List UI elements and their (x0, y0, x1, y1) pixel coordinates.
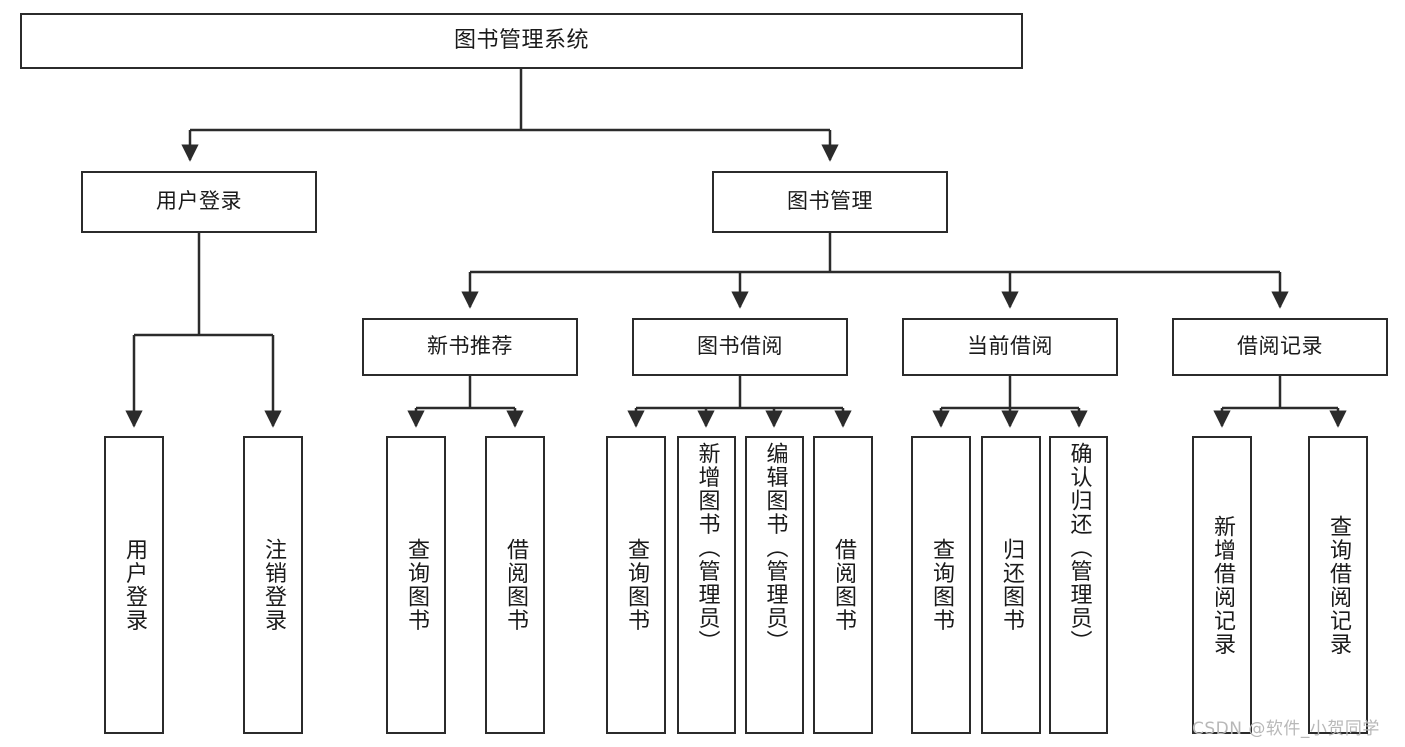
leaf-logout[interactable]: 注销登录 (243, 436, 303, 734)
node-label: 注销登录 (261, 538, 286, 632)
node-label: 用户登录 (122, 538, 147, 632)
node-label: 用户登录 (156, 189, 242, 214)
node-label: 借阅记录 (1237, 334, 1323, 359)
node-label: 查询图书 (929, 538, 954, 632)
leaf-return-books[interactable]: 归还图书 (981, 436, 1041, 734)
node-label: 新增借阅记录 (1210, 514, 1235, 656)
node-borrowing-records[interactable]: 借阅记录 (1172, 318, 1388, 376)
leaf-borrow-books-new[interactable]: 借阅图书 (485, 436, 545, 734)
node-new-book-recommendation[interactable]: 新书推荐 (362, 318, 578, 376)
node-label: 当前借阅 (967, 334, 1053, 359)
node-label: 编辑图书（管理员） (762, 442, 788, 654)
node-current-borrowing[interactable]: 当前借阅 (902, 318, 1118, 376)
leaf-add-borrow-record[interactable]: 新增借阅记录 (1192, 436, 1252, 734)
leaf-add-book-admin[interactable]: 新增图书（管理员） (677, 436, 736, 734)
leaf-confirm-return-admin[interactable]: 确认归还（管理员） (1049, 436, 1108, 734)
node-label: 新书推荐 (427, 334, 513, 359)
watermark: CSDN @软件_小贺同学 (1192, 719, 1380, 739)
leaf-query-books-new[interactable]: 查询图书 (386, 436, 446, 734)
node-label: 图书管理 (787, 189, 873, 214)
leaf-query-books-current[interactable]: 查询图书 (911, 436, 971, 734)
node-label: 查询借阅记录 (1326, 514, 1351, 656)
node-label: 新增图书（管理员） (694, 442, 720, 654)
node-book-management[interactable]: 图书管理 (712, 171, 948, 233)
leaf-edit-book-admin[interactable]: 编辑图书（管理员） (745, 436, 804, 734)
node-root-book-management-system[interactable]: 图书管理系统 (20, 13, 1023, 69)
node-label: 借阅图书 (831, 538, 856, 632)
node-label: 查询图书 (624, 538, 649, 632)
node-label: 查询图书 (404, 538, 429, 632)
node-label: 图书借阅 (697, 334, 783, 359)
node-label: 归还图书 (999, 538, 1024, 632)
node-book-borrowing[interactable]: 图书借阅 (632, 318, 848, 376)
leaf-borrow-books[interactable]: 借阅图书 (813, 436, 873, 734)
node-user-login[interactable]: 用户登录 (81, 171, 317, 233)
leaf-query-books-borrow[interactable]: 查询图书 (606, 436, 666, 734)
node-label: 图书管理系统 (453, 27, 589, 53)
leaf-user-login[interactable]: 用户登录 (104, 436, 164, 734)
node-label: 借阅图书 (503, 538, 528, 632)
leaf-query-borrow-record[interactable]: 查询借阅记录 (1308, 436, 1368, 734)
node-label: 确认归还（管理员） (1066, 442, 1092, 654)
